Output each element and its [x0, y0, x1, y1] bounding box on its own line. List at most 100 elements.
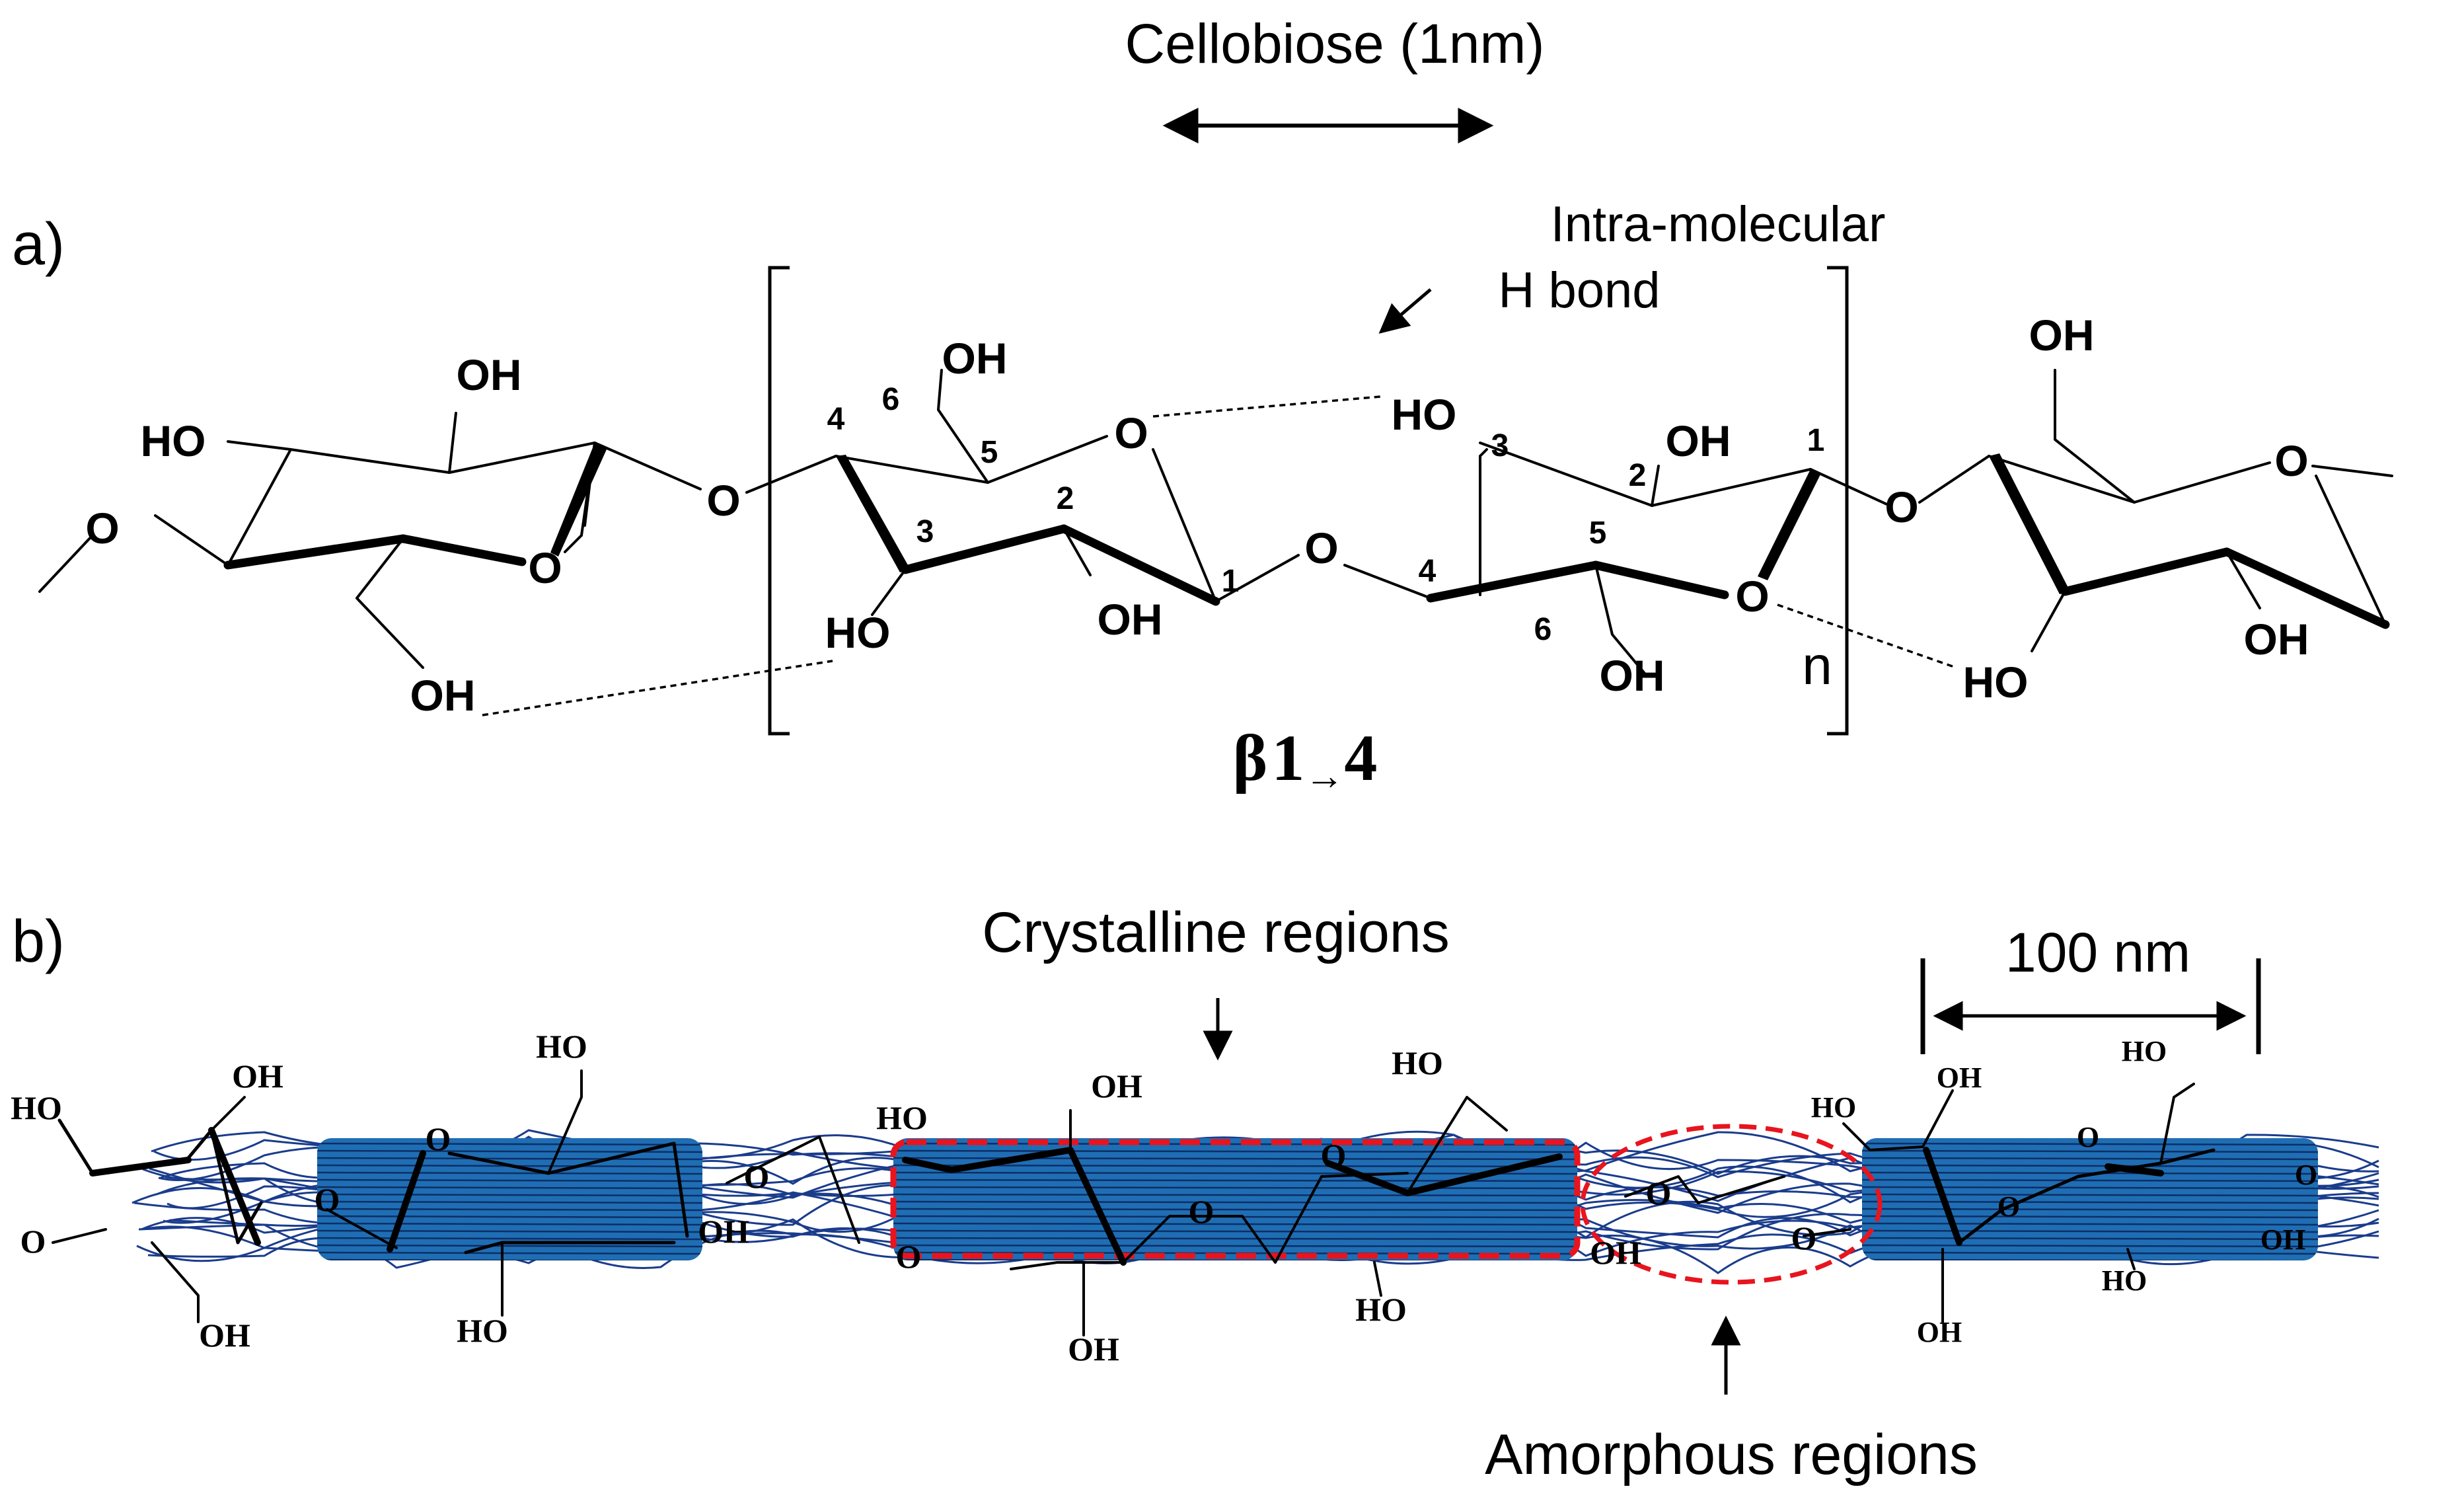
atom-ring4-o-ring: O: [2274, 436, 2308, 485]
ring-3-wedge: [1758, 469, 1821, 580]
crystalline-lattice: [317, 1142, 702, 1260]
lattice-line: [317, 1171, 702, 1175]
atom-ring2-o-ring: O: [1114, 408, 1148, 457]
b-atom-o-3: O: [426, 1120, 451, 1157]
scale-label: 100 nm: [2005, 921, 2190, 983]
lattice-line: [1862, 1164, 2318, 1168]
hbond-ring1-ring2: [482, 660, 833, 716]
atom-ring3-oh-c6: OH: [1600, 651, 1665, 700]
hbond-pointer-arrow: [1378, 288, 1432, 334]
hbond-label-line1: Intra-molecular: [1551, 196, 1886, 252]
carbon-number-5-left: 5: [981, 435, 998, 470]
lattice-line: [1862, 1142, 2318, 1146]
repeat-count-n: n: [1802, 636, 1832, 696]
crystalline-block-1: [317, 1138, 702, 1260]
carbon-number-4-left: 4: [827, 402, 845, 437]
amorphous-highlight-ellipse: [1580, 1124, 1883, 1285]
b-atom-ho-8: HO: [2122, 1035, 2167, 1067]
carbon-number-3-left: 3: [916, 514, 934, 549]
lattice-line: [1862, 1244, 2318, 1248]
repeat-bracket-right: [1827, 266, 1849, 736]
lattice-line: [317, 1200, 702, 1204]
linkage-beta: β: [1233, 721, 1268, 794]
atom-ring1-oh-top: OH: [457, 350, 522, 399]
atom-ring2-oh-c2: OH: [1098, 595, 1163, 644]
b-atom-oh-4: OH: [1091, 1067, 1142, 1104]
atom-ring4-oh-c2: OH: [2244, 615, 2309, 664]
lattice-line: [317, 1222, 702, 1226]
carbon-number-2-left: 2: [1057, 481, 1074, 516]
atom-ring1-ho-left: HO: [141, 416, 206, 465]
carbon-number-5-right: 5: [1589, 516, 1607, 551]
lattice-line: [317, 1251, 702, 1255]
carbon-number-1-left: 1: [1222, 564, 1240, 599]
carbon-number-6-right: 6: [1534, 612, 1552, 647]
lattice-line: [1862, 1237, 2318, 1241]
b-atom-o-9: O: [1791, 1219, 1817, 1256]
lattice-line: [317, 1186, 702, 1190]
b-atom-ho-2: HO: [536, 1028, 587, 1065]
lattice-line: [317, 1193, 702, 1197]
lattice-line: [893, 1193, 1577, 1197]
glucose-ring-4: [1918, 369, 2393, 652]
lattice-line: [317, 1178, 702, 1182]
atom-ring2-ho-c3: HO: [825, 608, 891, 657]
atom-ring1-o-ring: O: [528, 543, 562, 592]
panel-a-label: a): [12, 212, 65, 278]
b-atom-oh-2: OH: [199, 1317, 250, 1354]
amorphous-regions-label: Amorphous regions: [1485, 1423, 1978, 1486]
lattice-line: [1862, 1193, 2318, 1197]
glucose-ring-2: [745, 369, 1300, 616]
glucose-ring-3: [1343, 442, 1891, 675]
b-atom-ho-6: HO: [1355, 1291, 1407, 1328]
carbon-number-4-right: 4: [1419, 554, 1437, 589]
b-atom-oh-9: OH: [2260, 1223, 2305, 1256]
panel-b-label: b): [12, 909, 65, 975]
b-atom-ho-7: HO: [1811, 1091, 1856, 1124]
lattice-line: [893, 1258, 1577, 1260]
b-atom-oh-1: OH: [232, 1058, 283, 1095]
crystalline-lattice-lines: [317, 1142, 2318, 1260]
linkage-arrow: →: [1304, 754, 1344, 798]
lattice-line: [893, 1244, 1577, 1248]
glucose-ring-1: [38, 412, 702, 669]
ring-2-wedge: [836, 455, 911, 572]
cellobiose-label: Cellobiose (1nm): [1125, 13, 1545, 75]
b-atom-oh-6: OH: [1590, 1234, 1641, 1271]
b-atom-ho-1: HO: [11, 1089, 62, 1126]
atom-ring1-o-ether: O: [85, 504, 119, 553]
atom-glycosidic-o-2: O: [1304, 523, 1338, 572]
lattice-line: [1862, 1215, 2318, 1219]
lattice-line: [893, 1208, 1577, 1212]
lattice-line: [893, 1237, 1577, 1241]
lattice-line: [893, 1171, 1577, 1175]
b-atom-o-12: O: [2295, 1159, 2317, 1191]
b-atom-ho-3: HO: [457, 1312, 508, 1349]
b-atom-oh-5: OH: [1068, 1330, 1119, 1368]
lattice-line: [1862, 1200, 2318, 1204]
lattice-line: [893, 1149, 1577, 1153]
b-atom-o-4: O: [744, 1158, 770, 1195]
crystalline-regions-label: Crystalline regions: [982, 901, 1449, 964]
fibril-atom-labels: HO OH O OH O HO O OH HO O HO OH O O HO O…: [11, 1028, 2317, 1368]
lattice-line: [893, 1200, 1577, 1204]
panel-a: a) Cellobiose (1nm) Intra-molecular H bo…: [12, 13, 2393, 798]
panel-b: b) Crystalline regions Amorphous regions…: [11, 901, 2379, 1486]
lattice-line: [317, 1157, 702, 1161]
lattice-line: [1862, 1229, 2318, 1233]
atom-glycosidic-o-3: O: [1885, 482, 1918, 531]
lattice-line: [1862, 1149, 2318, 1153]
lattice-line: [317, 1142, 702, 1146]
ring-4-wedge: [1989, 453, 2070, 594]
lattice-line: [893, 1222, 1577, 1226]
b-atom-o-10: O: [1997, 1190, 2020, 1223]
lattice-line: [1862, 1251, 2318, 1255]
atom-ring4-ho-c3: HO: [1963, 658, 2029, 707]
hbond-ring2-ring3: [1152, 395, 1382, 418]
b-atom-o-11: O: [2077, 1121, 2099, 1153]
ring-1-wedge: [550, 443, 607, 557]
lattice-line: [893, 1164, 1577, 1168]
lattice-line: [1862, 1258, 2318, 1260]
lattice-line: [317, 1258, 702, 1260]
